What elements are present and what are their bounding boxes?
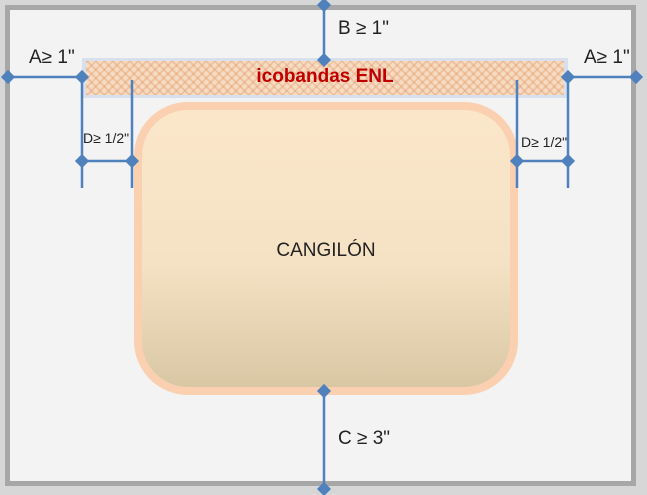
dimension-endpoint [560,69,576,85]
dimension-endpoint [124,153,140,169]
dimension-endpoint [74,153,90,169]
dimension-endpoint [316,481,332,495]
dimension-c-label: C ≥ 3" [338,428,391,449]
dimension-endpoint [509,153,525,169]
dimension-endpoint [560,153,576,169]
dimension-endpoint [316,383,332,399]
dimension-d-right-label: D≥ 1/2" [521,134,568,150]
belt-label: icobandas ENL [256,66,394,87]
bucket-body: CANGILÓN [142,110,510,387]
dimension-endpoint [628,69,644,85]
dimension-endpoint [316,52,332,68]
belt-fabric [86,61,564,95]
dimension-endpoint [316,0,332,13]
dimension-endpoint [74,69,90,85]
dimension-d-left-label: D≥ 1/2" [83,130,130,146]
dimension-b-label: B ≥ 1" [338,18,389,39]
dimension-a-right-label: A≥ 1" [584,47,630,68]
dimension-endpoint [0,69,16,85]
bucket-label: CANGILÓN [276,240,376,261]
bucket: CANGILÓN [134,102,518,395]
dimension-a-left-label: A≥ 1" [29,47,75,68]
